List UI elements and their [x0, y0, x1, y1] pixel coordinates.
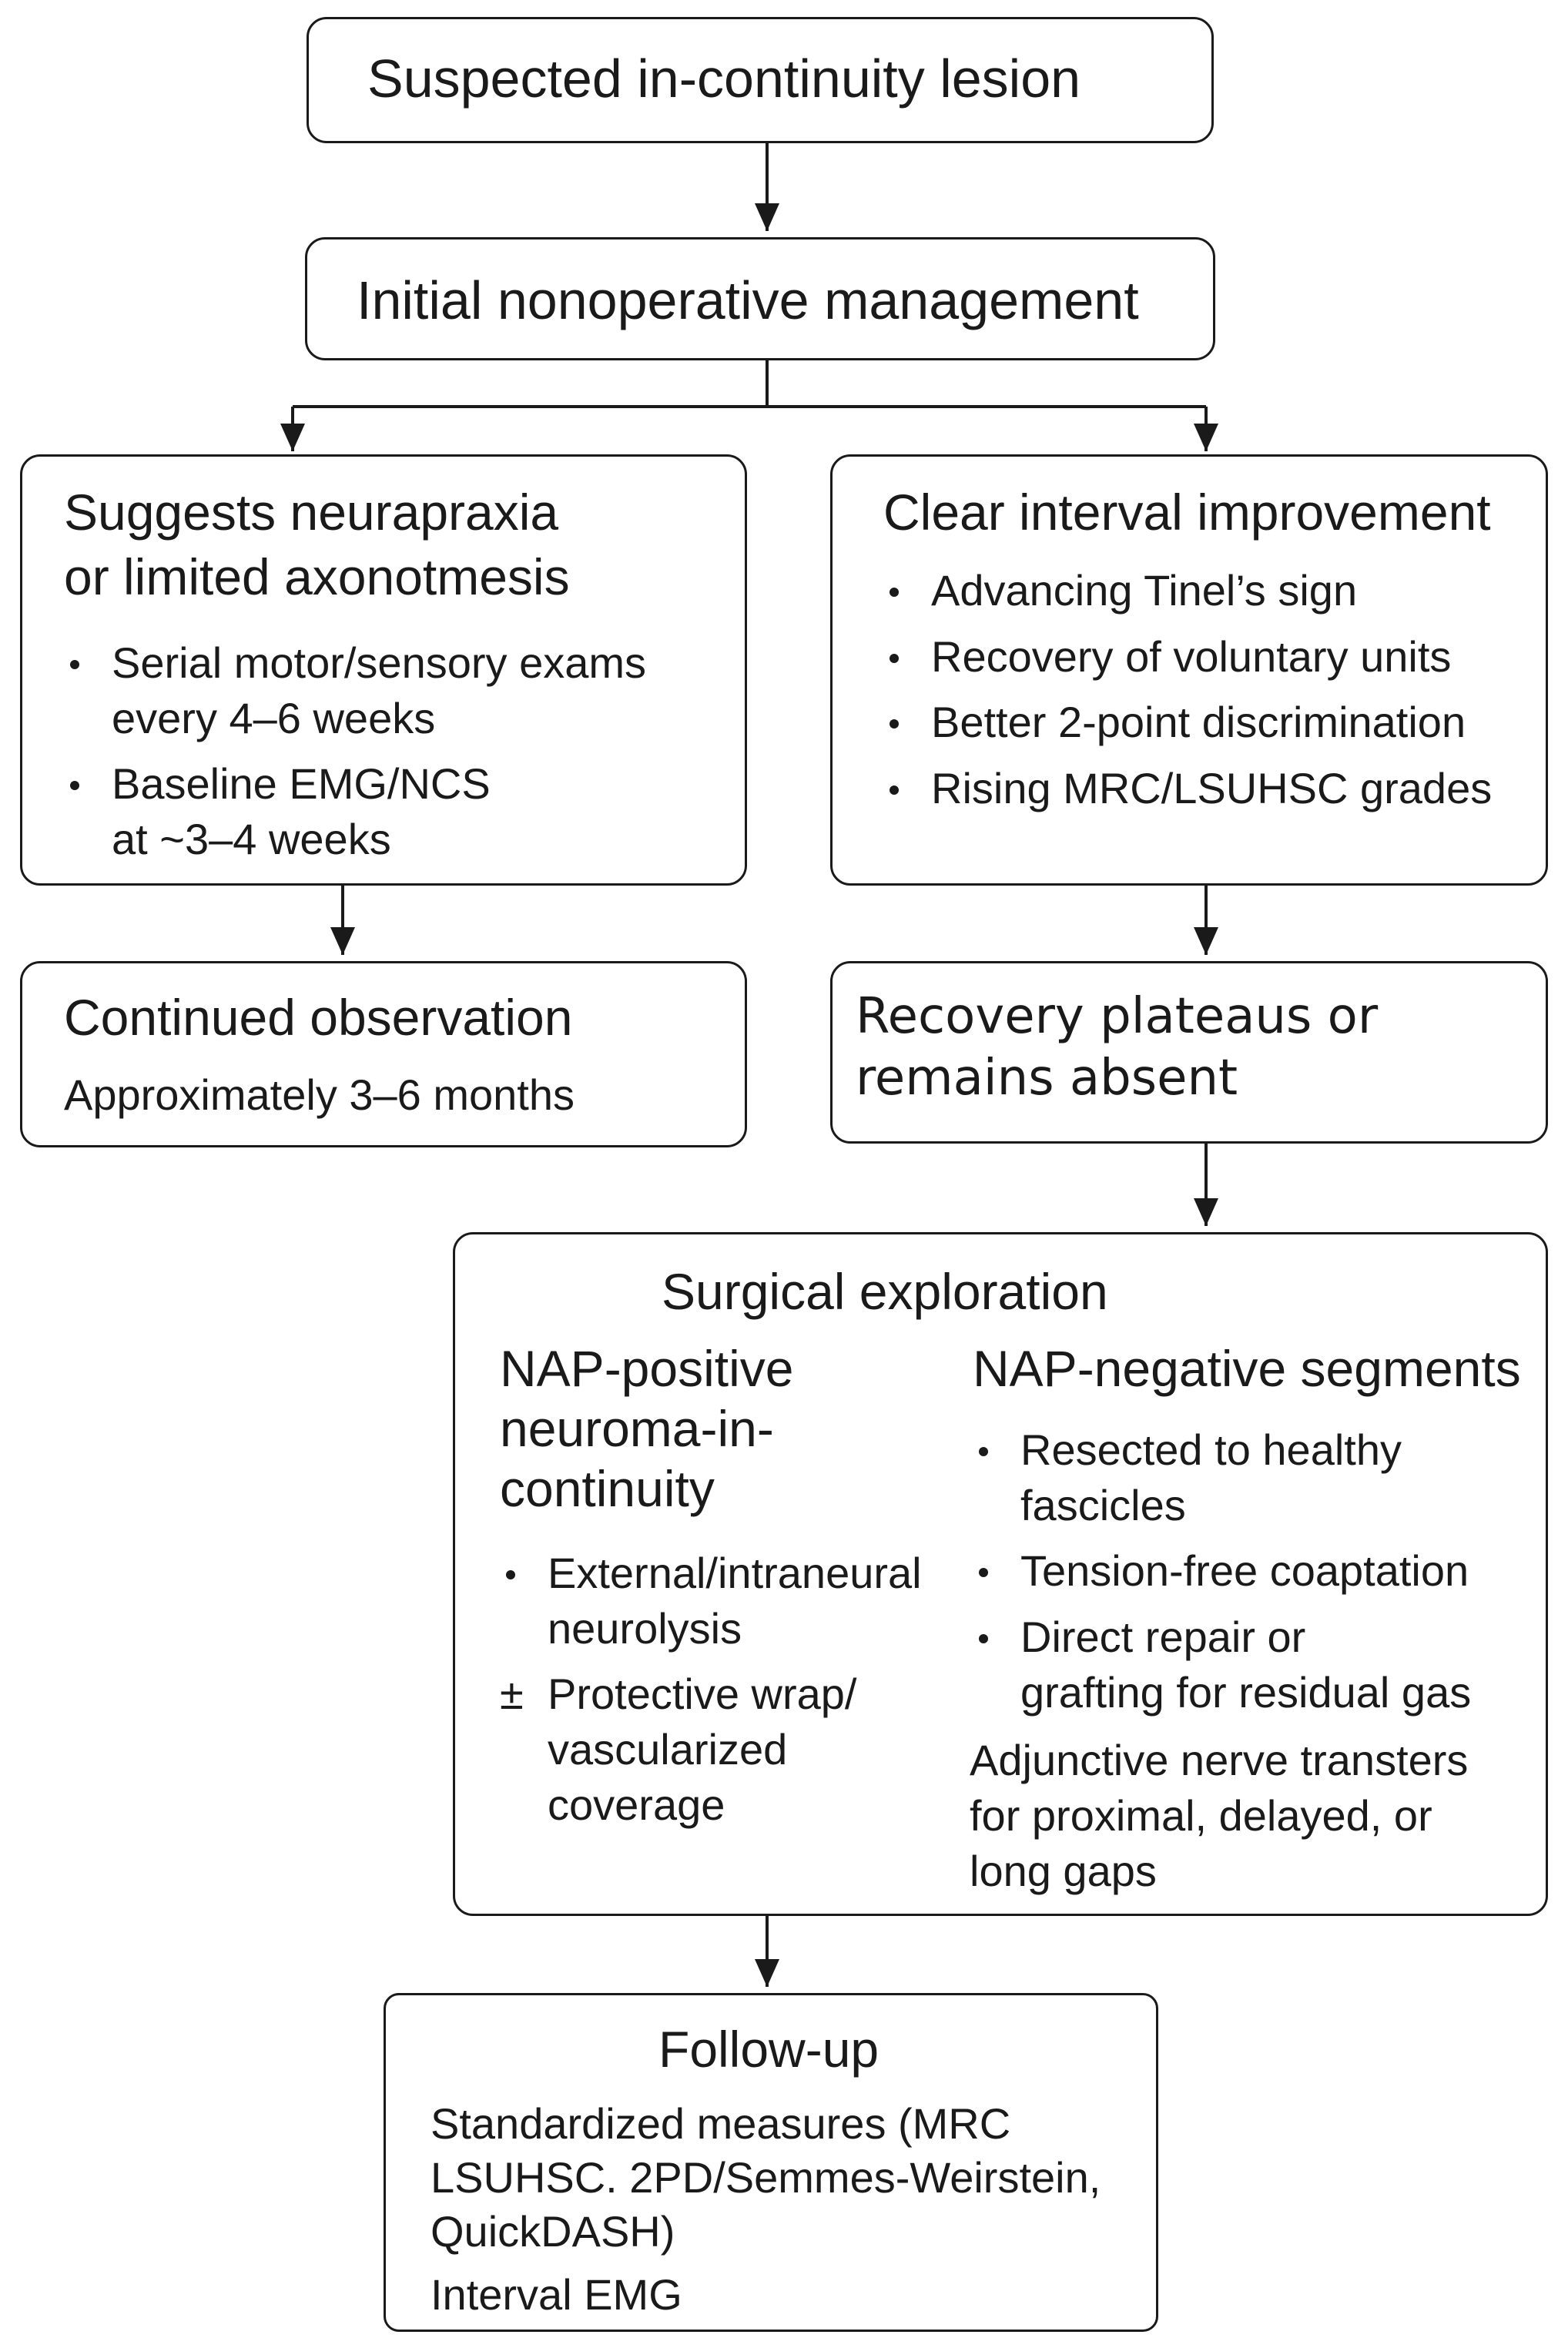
surgical-exploration-box: Surgical exploration NAP-positive neurom…: [453, 1232, 1548, 1916]
observation-detail: Approximately 3–6 months: [64, 1070, 575, 1119]
suspected-lesion-box: Suspected in-continuity lesion: [307, 17, 1214, 143]
improvement-bullet: Advancing Tinel’s sign: [890, 566, 1358, 615]
improvement-bullet: Better 2-point discrimination: [890, 698, 1466, 747]
initial-management-box: Initial nonoperative management: [305, 237, 1215, 360]
surgical-exploration-title: Surgical exploration: [662, 1263, 1108, 1320]
neurapraxia-title-line-2: or limited axonotmesis: [64, 548, 570, 605]
improvement-bullet: Rising MRC/LSUHSC grades: [890, 764, 1493, 813]
plus-minus-marker: ±: [500, 1670, 524, 1719]
follow-up-measures-line-2: LSUHSC. 2PD/Semmes-Weirstein,: [431, 2153, 1101, 2202]
plateau-box: Recovery plateaus or remains absent: [830, 961, 1548, 1144]
neurapraxia-box: Suggests neurapraxia or limited axonotme…: [20, 454, 747, 886]
nap-negative-item-repair: Direct repair or grafting for residual g…: [979, 1613, 1472, 1717]
observation-box: Continued observation Approximately 3–6 …: [20, 961, 747, 1147]
neurapraxia-title-line-1: Suggests neurapraxia: [64, 484, 559, 541]
initial-management-title: Initial nonoperative management: [357, 270, 1139, 330]
follow-up-title: Follow-up: [658, 2021, 879, 2078]
adjunctive-note-line-2: for proximal, delayed, or: [970, 1791, 1432, 1840]
adjunctive-note-line-1: Adjunctive nerve transters: [970, 1736, 1469, 1784]
improvement-title: Clear interval improvement: [883, 484, 1491, 541]
nap-positive-heading-line-2: neuroma-in-: [500, 1400, 774, 1457]
nap-negative-item-coaptation: Tension-free coaptation: [979, 1546, 1469, 1596]
nap-positive-item-wrap: ± Protective wrap/ vascularized coverage: [500, 1666, 922, 1832]
suspected-lesion-title: Suspected in-continuity lesion: [367, 49, 1081, 109]
nap-negative-items: Resected to healthy fascicles Tension-fr…: [973, 1422, 1471, 1730]
nap-positive-heading-line-3: continuity: [500, 1460, 715, 1517]
improvement-box: Clear interval improvement Advancing Tin…: [830, 454, 1548, 886]
plateau-title-line-1: Recovery plateaus or: [856, 988, 1379, 1045]
follow-up-box: Follow-up Standardized measures (MRC LSU…: [384, 1993, 1158, 2332]
observation-title: Continued observation: [64, 989, 573, 1046]
improvement-bullet: Recovery of voluntary units: [890, 631, 1452, 681]
nap-positive-items: External/intraneural neurolysis ± Protec…: [500, 1546, 922, 1843]
neurapraxia-bullet-exams: Serial motor/sensory exams every 4–6 wee…: [70, 638, 647, 742]
nap-positive-heading-line-1: NAP-positive: [500, 1340, 794, 1397]
follow-up-measures-line-1: Standardized measures (MRC: [431, 2099, 1011, 2148]
nap-positive-item-neurolysis: External/intraneural neurolysis: [506, 1549, 922, 1653]
neurapraxia-bullets: Serial motor/sensory exams every 4–6 wee…: [64, 635, 646, 878]
nap-negative-item-resected: Resected to healthy fascicles: [979, 1425, 1402, 1529]
improvement-bullets: Advancing Tinel’s sign Recovery of volun…: [883, 563, 1492, 827]
follow-up-interval: Interval EMG: [431, 2270, 682, 2319]
neurapraxia-bullet-baseline: Baseline EMG/NCS at ~3–4 weeks: [70, 759, 491, 864]
follow-up-measures-line-3: QuickDASH): [431, 2207, 675, 2256]
plateau-title-line-2: remains absent: [856, 1050, 1238, 1107]
adjunctive-note-line-3: long gaps: [970, 1847, 1157, 1895]
nap-negative-heading: NAP-negative segments: [973, 1340, 1521, 1397]
